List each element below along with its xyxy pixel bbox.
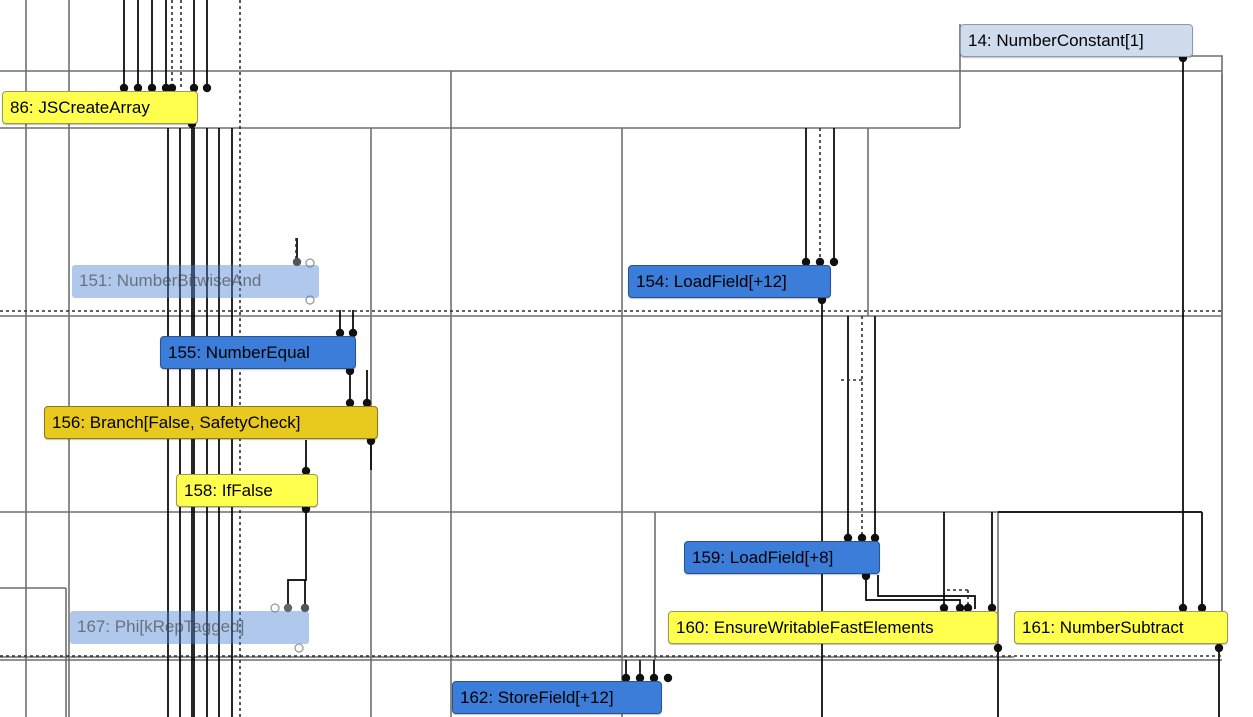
graph-node-151[interactable]: 151: NumberBitwiseAnd — [72, 265, 319, 298]
graph-node-161[interactable]: 161: NumberSubtract — [1014, 611, 1228, 644]
graph-node-159[interactable]: 159: LoadField[+8] — [684, 541, 880, 574]
graph-node-155[interactable]: 155: NumberEqual — [160, 336, 356, 369]
graph-node-158[interactable]: 158: IfFalse — [176, 474, 318, 507]
graph-node-162[interactable]: 162: StoreField[+12] — [452, 681, 662, 714]
edge-arrowheads — [119, 53, 1224, 683]
graph-node-154[interactable]: 154: LoadField[+12] — [628, 265, 831, 298]
graph-node-167[interactable]: 167: Phi[kRepTagged] — [70, 611, 309, 644]
graph-node-86[interactable]: 86: JSCreateArray — [2, 91, 198, 124]
graph-node-156[interactable]: 156: Branch[False, SafetyCheck] — [44, 406, 378, 439]
effect-edges-dashed — [0, 0, 1222, 717]
control-edges-gray — [0, 0, 1223, 717]
faded-node-ports — [270, 258, 315, 653]
graph-node-160[interactable]: 160: EnsureWritableFastElements — [668, 611, 998, 644]
graph-node-14[interactable]: 14: NumberConstant[1] — [960, 24, 1193, 57]
